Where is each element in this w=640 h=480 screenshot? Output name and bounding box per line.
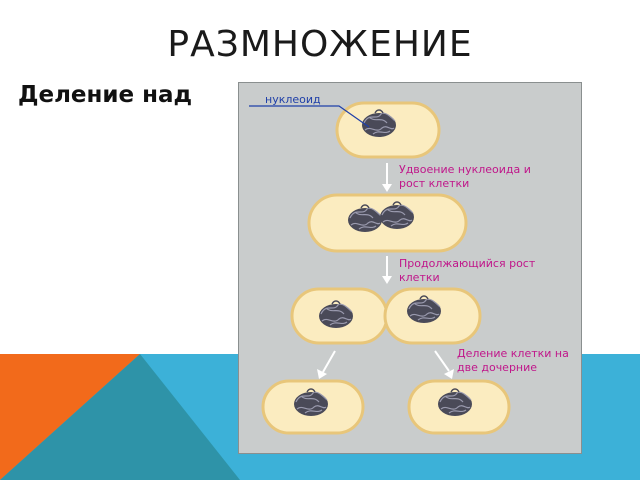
arrow-head-right <box>444 369 454 379</box>
arrow-head-1 <box>382 184 392 192</box>
label-step1-line2: рост клетки <box>399 177 470 190</box>
label-step3-line2: две дочерние <box>457 361 538 374</box>
nucleoid-pointer <box>249 105 370 128</box>
decor-teal-triangle <box>0 354 240 480</box>
label-step2-line1: Продолжающийся рост <box>399 257 536 270</box>
slide-subtitle: Деление над <box>18 82 193 108</box>
label-step1-line1: Удвоение нуклеоида и <box>399 163 531 176</box>
arrow-down-right <box>434 350 450 372</box>
label-step3-line1: Деление клетки на <box>457 347 569 360</box>
arrow-head-2 <box>382 276 392 284</box>
arrow-down-left <box>322 350 336 373</box>
label-step2-line2: клетки <box>399 271 440 284</box>
label-nucleoid: нуклеоид <box>265 93 321 106</box>
slide-title: РАЗМНОЖЕНИЕ <box>167 24 473 65</box>
binary-fission-figure: нуклеоид Удвоение нуклеоида и рост клетк… <box>238 82 582 454</box>
binary-fission-diagram <box>249 101 511 435</box>
arrow-head-left <box>317 369 327 379</box>
